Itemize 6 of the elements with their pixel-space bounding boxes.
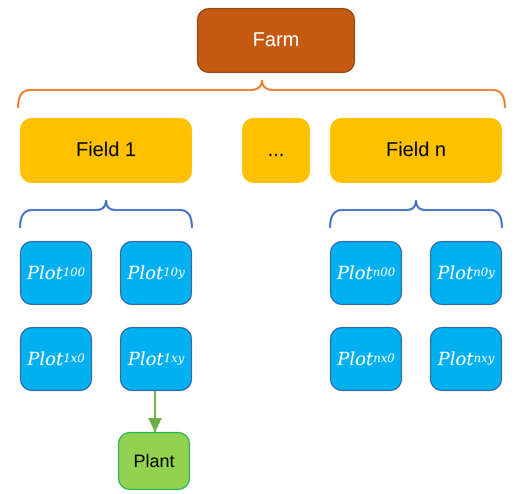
field-box: ... [242, 118, 310, 183]
plant-box: Plant [118, 432, 190, 490]
farm-box: Farm [197, 8, 355, 73]
arrow [148, 391, 162, 432]
field-box: Field 1 [20, 118, 192, 183]
field-box: Field n [330, 118, 502, 183]
